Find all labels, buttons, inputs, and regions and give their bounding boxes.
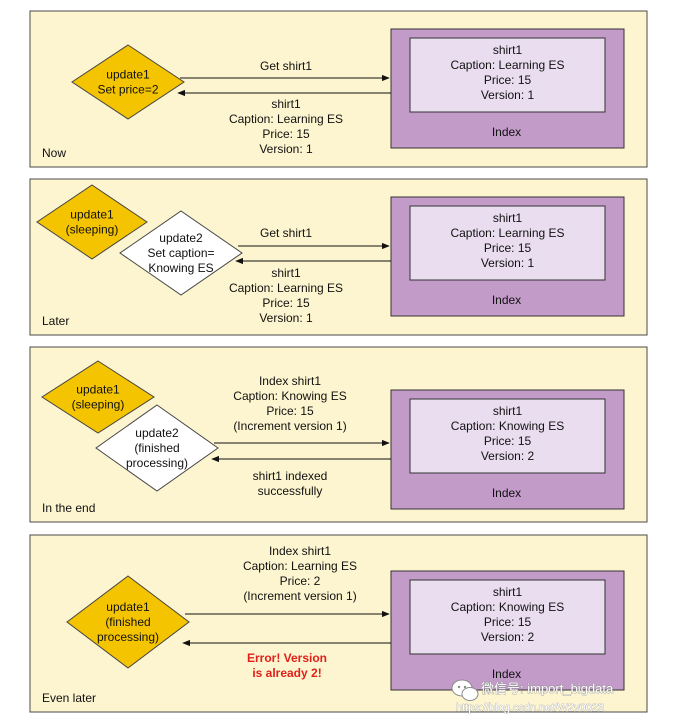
watermark-url: https://blog.csdn.net/W2v0023 bbox=[456, 702, 604, 714]
request-label-line: Price: 15 bbox=[266, 404, 314, 418]
diamond-label-line: Set price=2 bbox=[97, 83, 158, 97]
diamond-label-line: (finished bbox=[105, 615, 150, 629]
diamond-label-line: update1 bbox=[76, 383, 120, 397]
request-label-line: Index shirt1 bbox=[269, 544, 331, 558]
document-field-line: Price: 15 bbox=[484, 241, 532, 255]
document-card bbox=[409, 579, 606, 655]
response-label-line: Caption: Learning ES bbox=[229, 112, 343, 126]
document-field-line: Price: 15 bbox=[484, 615, 532, 629]
diamond-label-line: processing) bbox=[126, 456, 188, 470]
diamond-shape bbox=[41, 360, 155, 434]
request-label-line: Caption: Knowing ES bbox=[233, 389, 346, 403]
document-card bbox=[409, 398, 606, 474]
request-label-line: Index shirt1 bbox=[259, 374, 321, 388]
request-label-line: Price: 2 bbox=[280, 574, 321, 588]
diamond-label-line: Knowing ES bbox=[148, 261, 213, 275]
panel-caption: Now bbox=[42, 146, 66, 160]
panel-caption: Even later bbox=[42, 691, 96, 705]
document-field-line: Version: 2 bbox=[481, 449, 535, 463]
diamond-label-line: (sleeping) bbox=[72, 398, 125, 412]
index-title: Index bbox=[492, 125, 521, 139]
document-field-line: shirt1 bbox=[493, 404, 523, 418]
response-label-line: Price: 15 bbox=[262, 296, 310, 310]
document-field-line: shirt1 bbox=[493, 585, 523, 599]
diamond-label-line: (sleeping) bbox=[66, 223, 119, 237]
diamond-label-line: (finished bbox=[134, 441, 179, 455]
wechat-icon bbox=[451, 679, 479, 701]
process-diamond-update1: update1(sleeping) bbox=[41, 360, 155, 434]
diamond-shape bbox=[71, 44, 185, 120]
document-card bbox=[409, 205, 606, 281]
index-title: Index bbox=[492, 667, 521, 681]
document-field-line: Version: 1 bbox=[481, 88, 535, 102]
process-diamond-update1: update1(sleeping) bbox=[36, 184, 148, 260]
response-label-line: Version: 1 bbox=[259, 311, 313, 325]
response-label-line: shirt1 indexed bbox=[253, 469, 328, 483]
document-field-line: shirt1 bbox=[493, 211, 523, 225]
diamond-label-line: update2 bbox=[135, 426, 179, 440]
request-label-line: Get shirt1 bbox=[260, 59, 312, 73]
response-label-line: successfully bbox=[258, 484, 323, 498]
response-label-line: Price: 15 bbox=[262, 127, 310, 141]
document-field-line: shirt1 bbox=[493, 43, 523, 57]
request-label-line: (Increment version 1) bbox=[233, 419, 346, 433]
document-field-line: Price: 15 bbox=[484, 73, 532, 87]
diamond-shape bbox=[36, 184, 148, 260]
document-field-line: Version: 1 bbox=[481, 256, 535, 270]
panel-caption: Later bbox=[42, 314, 69, 328]
index-title: Index bbox=[492, 486, 521, 500]
request-label-line: (Increment version 1) bbox=[243, 589, 356, 603]
document-field-line: Price: 15 bbox=[484, 434, 532, 448]
document-field-line: Caption: Knowing ES bbox=[451, 419, 564, 433]
diamond-shape bbox=[119, 210, 243, 296]
diamond-label-line: update1 bbox=[70, 208, 114, 222]
response-label-line: Version: 1 bbox=[259, 142, 313, 156]
document-field-line: Caption: Learning ES bbox=[450, 58, 564, 72]
watermark-wechat-id: 微信号: import_bigdata bbox=[481, 681, 614, 696]
error-message-line: is already 2! bbox=[252, 666, 321, 680]
diamond-label-line: update2 bbox=[159, 231, 203, 245]
error-message-line: Error! Version bbox=[247, 651, 327, 665]
document-field-line: Caption: Learning ES bbox=[450, 226, 564, 240]
index-title: Index bbox=[492, 293, 521, 307]
response-label-line: shirt1 bbox=[271, 97, 301, 111]
document-card bbox=[409, 37, 606, 113]
request-label-line: Get shirt1 bbox=[260, 226, 312, 240]
document-field-line: Caption: Knowing ES bbox=[451, 600, 564, 614]
panel-caption: In the end bbox=[42, 501, 95, 515]
request-label-line: Caption: Learning ES bbox=[243, 559, 357, 573]
diamond-label-line: Set caption= bbox=[147, 246, 214, 260]
document-field-line: Version: 2 bbox=[481, 630, 535, 644]
diamond-shape bbox=[66, 575, 190, 669]
diamond-label-line: update1 bbox=[106, 600, 150, 614]
diamond-shape bbox=[95, 404, 219, 492]
response-label-line: Caption: Learning ES bbox=[229, 281, 343, 295]
diamond-label-line: update1 bbox=[106, 68, 150, 82]
diamond-label-line: processing) bbox=[97, 630, 159, 644]
watermark: 微信号: import_bigdata https://blog.csdn.ne… bbox=[451, 679, 614, 714]
response-label-line: shirt1 bbox=[271, 266, 301, 280]
